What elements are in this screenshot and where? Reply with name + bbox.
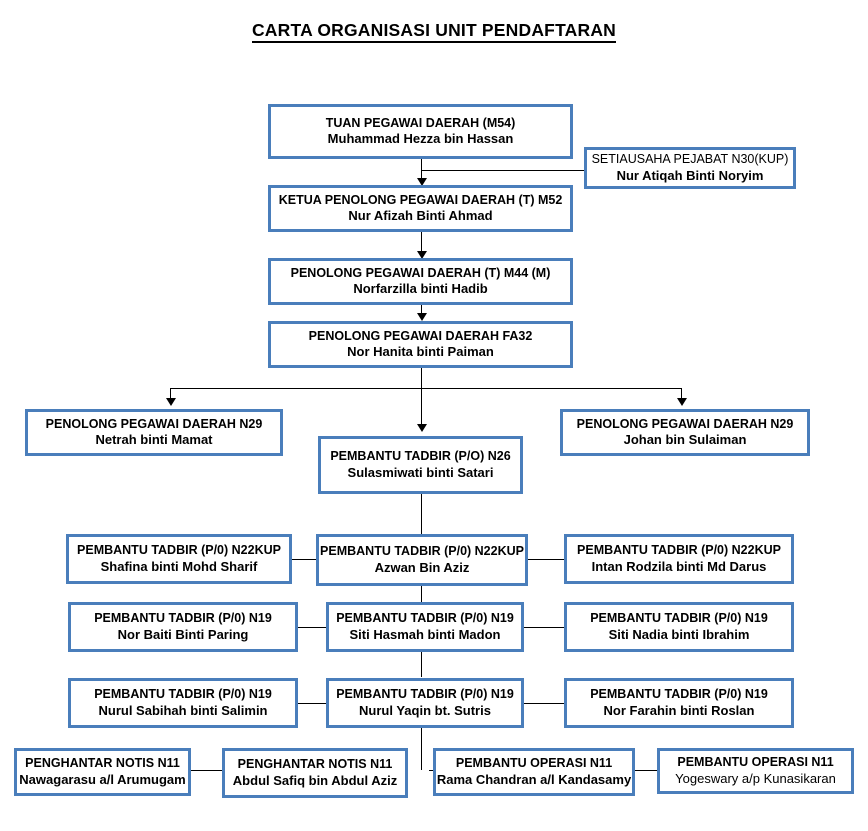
node-person: Nurul Yaqin bt. Sutris bbox=[359, 702, 491, 718]
node-person: Rama Chandran a/l Kandasamy bbox=[436, 771, 632, 787]
connector-distributor-right bbox=[681, 388, 682, 400]
node-role: SETIAUSAHA PEJABAT N30(KUP) bbox=[591, 152, 789, 167]
node-person: Johan bin Sulaiman bbox=[623, 432, 747, 448]
connector-to-n26 bbox=[421, 388, 422, 426]
arrow-to-ketua-penolong bbox=[417, 178, 427, 186]
node-role: PEMBANTU TADBIR (P/0) N22KUP bbox=[320, 544, 524, 559]
node-person: Muhammad Hezza bin Hassan bbox=[327, 131, 514, 147]
node-role: PEMBANTU TADBIR (P/0) N19 bbox=[336, 687, 514, 702]
connector-trunk-3 bbox=[421, 305, 422, 319]
node-person: Nurul Sabihah binti Salimin bbox=[98, 702, 268, 718]
connector-bottom-right-2 bbox=[635, 770, 657, 771]
node-operasi-2[interactable]: PEMBANTU OPERASI N11 Yogeswary a/p Kunas… bbox=[657, 748, 854, 794]
node-n19-r1-left[interactable]: PEMBANTU TADBIR (P/0) N19 Nor Baiti Bint… bbox=[68, 602, 298, 652]
node-role: PEMBANTU TADBIR (P/0) N19 bbox=[94, 611, 272, 626]
node-n22kup-center[interactable]: PEMBANTU TADBIR (P/0) N22KUP Azwan Bin A… bbox=[316, 534, 528, 586]
node-role: PENGHANTAR NOTIS N11 bbox=[25, 756, 180, 771]
node-n19-r2-right[interactable]: PEMBANTU TADBIR (P/0) N19 Nor Farahin bi… bbox=[564, 678, 794, 728]
node-role: PENGHANTAR NOTIS N11 bbox=[237, 757, 393, 772]
node-person: Yogeswary a/p Kunasikaran bbox=[675, 770, 836, 786]
node-setiausaha[interactable]: SETIAUSAHA PEJABAT N30(KUP) Nur Atiqah B… bbox=[584, 147, 796, 189]
node-person: Siti Nadia binti Ibrahim bbox=[608, 626, 750, 642]
node-person: Netrah binti Mamat bbox=[95, 432, 213, 448]
connector-n19r1-to-n19r2 bbox=[421, 652, 422, 677]
node-person: Shafina binti Mohd Sharif bbox=[100, 558, 258, 574]
connector-trunk-4 bbox=[421, 368, 422, 388]
connector-n19r1-left bbox=[298, 627, 326, 628]
node-operasi-1[interactable]: PEMBANTU OPERASI N11 Rama Chandran a/l K… bbox=[433, 748, 635, 796]
connector-n19r1-right bbox=[524, 627, 564, 628]
node-role: PEMBANTU OPERASI N11 bbox=[677, 755, 834, 770]
arrow-to-penolong-fa32 bbox=[417, 313, 427, 321]
node-person: Nur Afizah Binti Ahmad bbox=[348, 208, 493, 224]
node-pembantu-n26[interactable]: PEMBANTU TADBIR (P/O) N26 Sulasmiwati bi… bbox=[318, 436, 523, 494]
arrow-to-n29-left bbox=[166, 398, 176, 406]
connector-n22kup-to-n19r1 bbox=[421, 586, 422, 602]
node-penolong-m44[interactable]: PENOLONG PEGAWAI DAERAH (T) M44 (M) Norf… bbox=[268, 258, 573, 305]
node-person: Nor Baiti Binti Paring bbox=[117, 626, 249, 642]
connector-bottom-left bbox=[191, 770, 222, 771]
node-role: KETUA PENOLONG PEGAWAI DAERAH (T) M52 bbox=[278, 192, 563, 207]
node-role: PEMBANTU TADBIR (P/0) N19 bbox=[336, 611, 514, 626]
node-penolong-fa32[interactable]: PENOLONG PEGAWAI DAERAH FA32 Nor Hanita … bbox=[268, 321, 573, 368]
node-n19-r2-center[interactable]: PEMBANTU TADBIR (P/0) N19 Nurul Yaqin bt… bbox=[326, 678, 524, 728]
node-role: PENOLONG PEGAWAI DAERAH N29 bbox=[576, 416, 794, 431]
node-person: Sulasmiwati binti Satari bbox=[347, 464, 494, 480]
connector-trunk-2 bbox=[421, 231, 422, 253]
node-role: PENOLONG PEGAWAI DAERAH (T) M44 (M) bbox=[290, 265, 551, 280]
node-notis-2[interactable]: PENGHANTAR NOTIS N11 Abdul Safiq bin Abd… bbox=[222, 748, 408, 798]
node-person: Azwan Bin Aziz bbox=[374, 559, 470, 575]
node-role: PEMBANTU TADBIR (P/0) N22KUP bbox=[77, 543, 281, 558]
connector-n19r2-left bbox=[298, 703, 326, 704]
node-role: PEMBANTU TADBIR (P/0) N19 bbox=[94, 687, 272, 702]
connector-n19r2-right bbox=[524, 703, 564, 704]
node-person: Nor Farahin binti Roslan bbox=[603, 702, 755, 718]
node-person: Intan Rodzila binti Md Darus bbox=[591, 558, 767, 574]
node-role: PEMBANTU TADBIR (P/0) N19 bbox=[590, 687, 768, 702]
node-role: TUAN PEGAWAI DAERAH (M54) bbox=[325, 115, 516, 130]
node-role: PENOLONG PEGAWAI DAERAH FA32 bbox=[308, 328, 533, 343]
node-n19-r2-left[interactable]: PEMBANTU TADBIR (P/0) N19 Nurul Sabihah … bbox=[68, 678, 298, 728]
node-n22kup-left[interactable]: PEMBANTU TADBIR (P/0) N22KUP Shafina bin… bbox=[66, 534, 292, 584]
node-pegawai-daerah[interactable]: TUAN PEGAWAI DAERAH (M54) Muhammad Hezza… bbox=[268, 104, 573, 159]
node-n22kup-right[interactable]: PEMBANTU TADBIR (P/0) N22KUP Intan Rodzi… bbox=[564, 534, 794, 584]
node-person: Nawagarasu a/l Arumugam bbox=[19, 771, 186, 787]
connector-n22kup-left bbox=[292, 559, 316, 560]
connector-n19r2-to-bottom bbox=[421, 728, 422, 770]
page-title: CARTA ORGANISASI UNIT PENDAFTARAN bbox=[0, 20, 868, 43]
connector-n26-to-n22kup bbox=[421, 494, 422, 534]
node-penolong-n29-right[interactable]: PENOLONG PEGAWAI DAERAH N29 Johan bin Su… bbox=[560, 409, 810, 456]
connector-to-setiausaha bbox=[421, 170, 586, 171]
distributor-bar-n29 bbox=[170, 388, 681, 389]
connector-trunk-1 bbox=[421, 158, 422, 180]
node-ketua-penolong[interactable]: KETUA PENOLONG PEGAWAI DAERAH (T) M52 Nu… bbox=[268, 185, 573, 232]
node-person: Abdul Safiq bin Abdul Aziz bbox=[232, 772, 398, 788]
node-person: Nur Atiqah Binti Noryim bbox=[616, 167, 764, 183]
node-role: PEMBANTU OPERASI N11 bbox=[455, 756, 613, 771]
arrow-to-n29-right bbox=[677, 398, 687, 406]
node-penolong-n29-left[interactable]: PENOLONG PEGAWAI DAERAH N29 Netrah binti… bbox=[25, 409, 283, 456]
connector-distributor-left bbox=[170, 388, 171, 400]
node-person: Norfarzilla binti Hadib bbox=[353, 281, 488, 297]
node-role: PEMBANTU TADBIR (P/0) N22KUP bbox=[577, 543, 781, 558]
connector-n22kup-right bbox=[528, 559, 564, 560]
node-role: PENOLONG PEGAWAI DAERAH N29 bbox=[45, 416, 263, 431]
page-title-text: CARTA ORGANISASI UNIT PENDAFTARAN bbox=[251, 20, 617, 43]
node-person: Siti Hasmah binti Madon bbox=[349, 626, 501, 642]
arrow-to-penolong-m44 bbox=[417, 251, 427, 259]
node-role: PEMBANTU TADBIR (P/0) N19 bbox=[590, 611, 768, 626]
arrow-to-n26 bbox=[417, 424, 427, 432]
node-n19-r1-right[interactable]: PEMBANTU TADBIR (P/0) N19 Siti Nadia bin… bbox=[564, 602, 794, 652]
node-role: PEMBANTU TADBIR (P/O) N26 bbox=[330, 449, 511, 464]
node-n19-r1-center[interactable]: PEMBANTU TADBIR (P/0) N19 Siti Hasmah bi… bbox=[326, 602, 524, 652]
node-notis-1[interactable]: PENGHANTAR NOTIS N11 Nawagarasu a/l Arum… bbox=[14, 748, 191, 796]
node-person: Nor Hanita binti Paiman bbox=[347, 344, 494, 360]
